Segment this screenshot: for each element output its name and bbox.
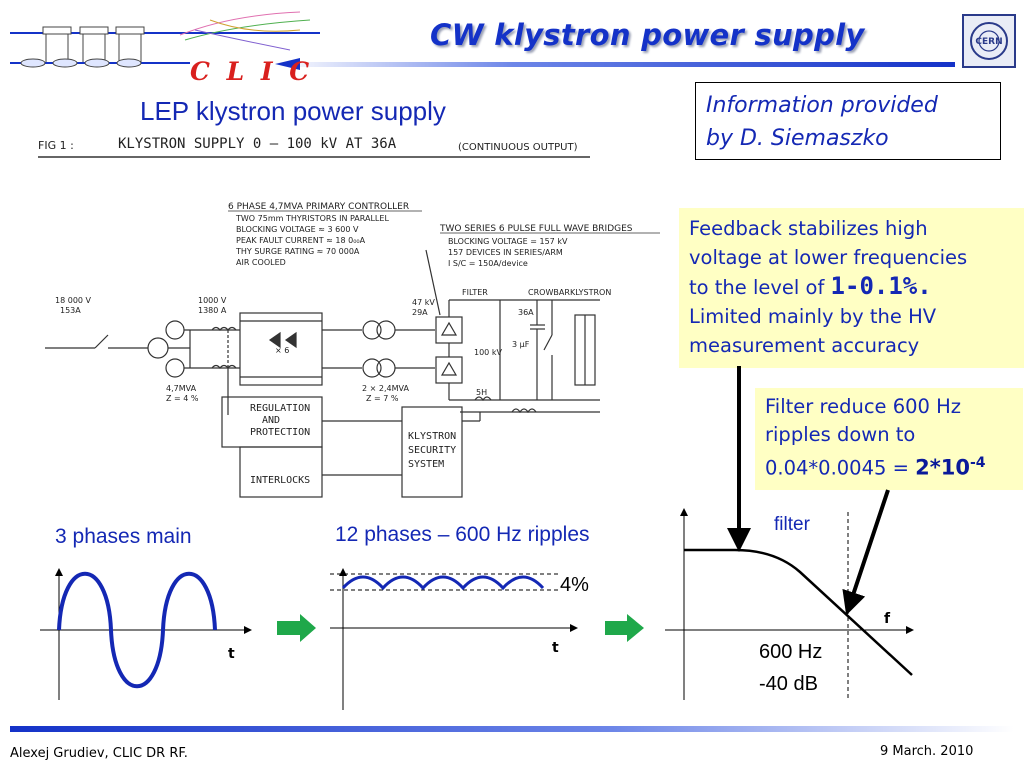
fig-subtitle: (CONTINUOUS OUTPUT)	[458, 142, 578, 153]
feedback-line-3: to the level of 1-0.1%.	[689, 272, 1014, 302]
controller-line-1: TWO 75mm THYRISTORS IN PARALLEL	[235, 214, 389, 223]
footer-band	[10, 726, 1014, 732]
lep-title: LEP klystron power supply	[140, 96, 446, 126]
filter-note: Filter reduce 600 Hz ripples down to 0.0…	[755, 388, 1023, 490]
page-title: CW klystron power supply	[430, 18, 865, 52]
twelve-phase-ripple-wave	[341, 575, 545, 591]
filter-exponent: -4	[969, 455, 986, 471]
filter-line-1: Filter reduce 600 Hz	[765, 395, 962, 418]
current-36a: 36A	[518, 308, 534, 317]
filter-value: 2*10	[915, 455, 970, 480]
title-underline	[275, 62, 955, 67]
tr2-z: Z = 7 %	[366, 394, 399, 403]
input-current: 153A	[60, 306, 81, 315]
security-label-2: SECURITY	[408, 445, 456, 456]
fig-label: FIG 1 :	[38, 139, 74, 152]
feedback-line-2: voltage at lower frequencies	[689, 246, 968, 269]
fig-title: KLYSTRON SUPPLY 0 — 100 kV AT 36A	[118, 136, 397, 152]
info-box: Information provided by D. Siemaszko	[695, 82, 1001, 160]
feedback-line-5: measurement accuracy	[689, 334, 920, 357]
controller-line-5: AIR COOLED	[236, 258, 286, 267]
plot1-t-label: t	[228, 646, 235, 662]
controller-line-3: PEAK FAULT CURRENT ≈ 18 0₀₀A	[236, 236, 366, 245]
green-arrow-1-icon	[277, 614, 316, 642]
feedback-line-1: Feedback stabilizes high	[689, 217, 928, 240]
bridges-line-2: 157 DEVICES IN SERIES/ARM	[448, 248, 563, 257]
bridges-line-1: BLOCKING VOLTAGE = 157 kV	[448, 237, 568, 246]
info-line-2: by D. Siemaszko	[706, 126, 889, 151]
voltage-100kv: 100 kV	[474, 348, 502, 357]
feedback-note: Feedback stabilizes high voltage at lowe…	[679, 208, 1024, 368]
interlocks-label: INTERLOCKS	[250, 475, 310, 486]
three-phase-label: 3 phases main	[55, 525, 192, 548]
controller-line-2: BLOCKING VOLTAGE ≈ 3 600 V	[236, 225, 359, 234]
filter-tag: FILTER	[462, 288, 488, 297]
footer-author: Alexej Grudiev, CLIC DR RF.	[10, 746, 188, 761]
tr2-rating: 2 × 2,4MVA	[362, 384, 409, 393]
tr1-z: Z = 4 %	[166, 394, 199, 403]
bridge-multiplier: × 6	[275, 346, 289, 355]
green-arrow-2-icon	[605, 614, 644, 642]
feedback-level: 1-0.1%.	[830, 272, 932, 300]
inductor-value: 5H	[476, 388, 487, 397]
bridges-title: TWO SERIES 6 PULSE FULL WAVE BRIDGES	[439, 224, 633, 234]
out-current: 29A	[412, 308, 428, 317]
twelve-phase-label: 12 phases – 600 Hz ripples	[335, 523, 590, 546]
filter-line-2: ripples down to	[765, 423, 916, 446]
feedback-prefix: to the level of	[689, 276, 825, 299]
filter-line-3: 0.04*0.0045 = 2*10-4	[765, 449, 1013, 483]
security-label-1: KLYSTRON	[408, 431, 456, 442]
waveform-plots: t 4% t filter f 600 Hz -40 dB	[40, 508, 914, 710]
cern-logo: CERN	[962, 14, 1016, 68]
filter-prefix: 0.04*0.0045 =	[765, 456, 909, 480]
feedback-line-4: Limited mainly by the HV	[689, 305, 937, 328]
circuit-wiring	[45, 249, 600, 498]
security-label-3: SYSTEM	[408, 459, 444, 470]
regulation-label-3: PROTECTION	[250, 427, 310, 438]
info-line-1: Information provided	[706, 93, 938, 118]
input-voltage: 18 000 V	[55, 296, 92, 305]
clic-accelerator-graphic	[10, 11, 320, 68]
bridges-line-3: I S/C = 150A/device	[448, 259, 528, 268]
minus-40db-label: -40 dB	[759, 673, 818, 695]
three-phase-sine-wave	[57, 572, 217, 688]
controller-title: 6 PHASE 4,7MVA PRIMARY CONTROLLER	[228, 202, 409, 212]
clic-logo: C L I C	[190, 57, 314, 86]
klystron-tag: KLYSTRON	[570, 288, 611, 297]
header-graphics	[10, 11, 955, 70]
plot2-t-label: t	[552, 640, 559, 656]
cern-emblem-icon: CERN	[970, 22, 1008, 60]
svg-text:CERN: CERN	[975, 37, 1002, 47]
tr1-rating: 4,7MVA	[166, 384, 197, 393]
capacitor-value: 3 μF	[512, 340, 530, 349]
filter-pointer-arrow	[842, 489, 890, 616]
regulation-label-1: REGULATION	[250, 403, 310, 414]
filter-curve-label: filter	[774, 514, 811, 535]
ripple-percent: 4%	[560, 574, 589, 596]
klystron-schematic: FIG 1 : KLYSTRON SUPPLY 0 — 100 kV AT 36…	[38, 136, 660, 498]
controller-line-4: THY SURGE RATING ≈ 70 000A	[235, 247, 360, 256]
plot3-f-label: f	[884, 611, 891, 627]
mid-voltage: 1000 V	[198, 296, 227, 305]
mid-current: 1380 A	[198, 306, 227, 315]
regulation-label-2: AND	[262, 415, 280, 426]
freq-600hz-label: 600 Hz	[759, 641, 822, 663]
footer-date: 9 March. 2010	[880, 744, 974, 759]
out-voltage: 47 kV	[412, 298, 435, 307]
crowbar-tag: CROWBAR	[528, 288, 570, 297]
